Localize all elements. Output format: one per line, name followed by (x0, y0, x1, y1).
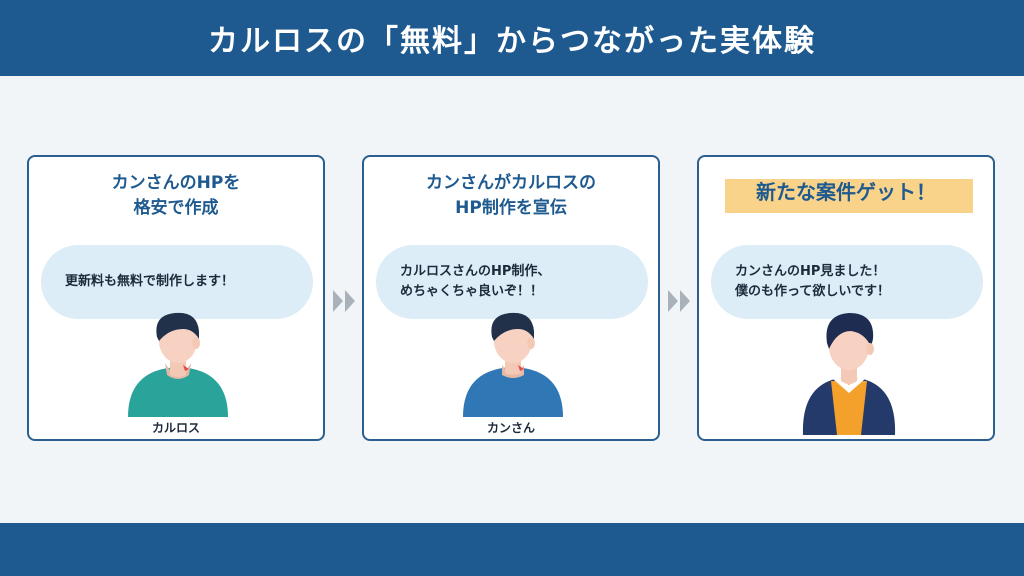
speech-text: カンさんのHP見ました！ (735, 264, 886, 279)
card-title: カンさんがカルロスの HP制作を宣伝 (364, 171, 658, 221)
person-name: カルロス (151, 421, 200, 435)
double-chevron-right-icon (668, 290, 690, 312)
speech-bubble: カンさんのHP見ました！ 僕のも作って欲しいです！ (711, 245, 983, 319)
page-title: カルロスの「無料」からつながった実体験 (208, 24, 816, 59)
page-header: カルロスの「無料」からつながった実体験 (0, 0, 1024, 76)
title-highlight (725, 179, 973, 213)
step-card-2: カンさんがカルロスの HP制作を宣伝 カルロスさんのHP制作、 めちゃくちゃ良い… (362, 155, 660, 441)
double-chevron-right-icon (333, 290, 355, 312)
card-title-line: カンさんのHPを (111, 173, 241, 193)
person-name: カンさん (486, 421, 535, 435)
card-title-line: 格安で作成 (133, 198, 219, 218)
card-title-line: カンさんがカルロスの (426, 173, 596, 193)
card-title: カンさんのHPを 格安で作成 (29, 171, 323, 221)
person-avatar-icon (128, 312, 228, 417)
step-card-3: 新たな案件ゲット！ カンさんのHP見ました！ 僕のも作って欲しいです！ (697, 155, 995, 441)
person-avatar-icon (463, 312, 563, 417)
speech-text: 僕のも作って欲しいです！ (735, 284, 890, 299)
step-card-1: カンさんのHPを 格安で作成 更新料も無料で制作します！ カルロス (27, 155, 325, 441)
speech-text: カルロスさんのHP制作、 (400, 264, 551, 279)
speech-text: 更新料も無料で制作します！ (65, 274, 235, 289)
speech-text: めちゃくちゃ良いぞ！！ (400, 284, 544, 299)
card-title-line: HP制作を宣伝 (455, 198, 567, 218)
card-title: 新たな案件ゲット！ (699, 177, 993, 207)
person-avatar-icon (802, 313, 896, 435)
page-footer (0, 523, 1024, 576)
card-title-line: 新たな案件ゲット！ (756, 180, 936, 204)
speech-bubble: カルロスさんのHP制作、 めちゃくちゃ良いぞ！！ (376, 245, 648, 319)
speech-bubble: 更新料も無料で制作します！ (41, 245, 313, 319)
